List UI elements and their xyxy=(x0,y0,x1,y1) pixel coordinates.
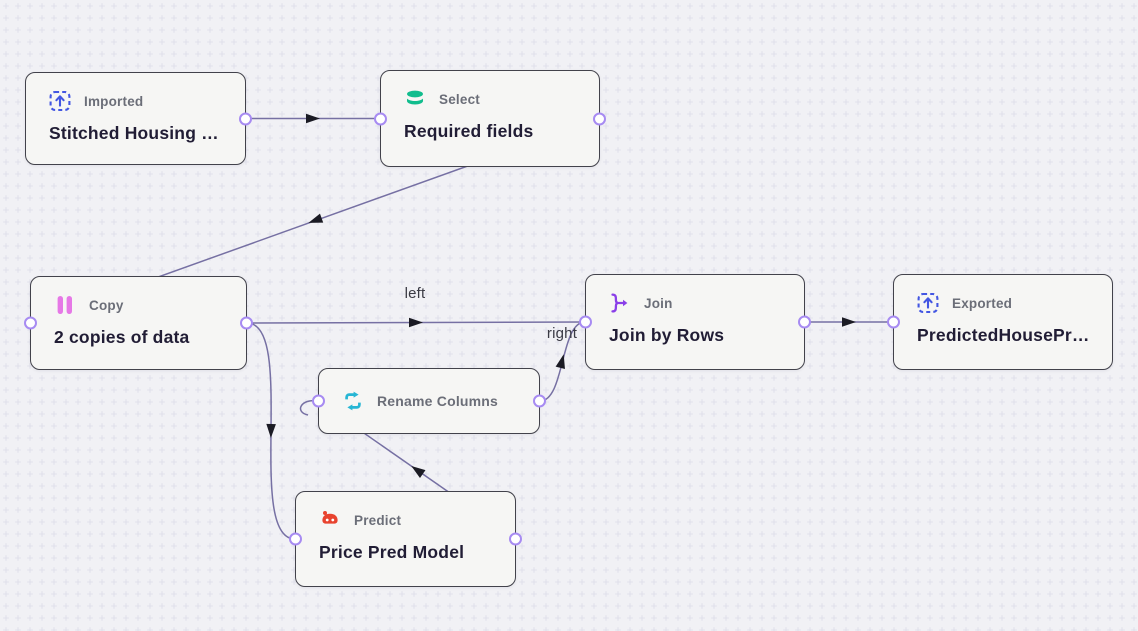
arrowhead xyxy=(308,213,324,223)
node-header: Predict xyxy=(319,509,492,531)
node-title: Stitched Housing … xyxy=(49,123,219,143)
node-header: Join xyxy=(609,292,781,314)
arrowhead xyxy=(306,113,320,124)
node-type-label: Join xyxy=(644,295,673,311)
node-title: Price Pred Model xyxy=(319,542,465,562)
node-imported[interactable]: Imported Stitched Housing … xyxy=(25,72,252,165)
input-port[interactable] xyxy=(24,316,37,330)
edge-label-right: right xyxy=(546,325,578,342)
node-type-label: Exported xyxy=(952,295,1013,311)
node-type-label: Predict xyxy=(354,512,402,528)
import-icon xyxy=(49,90,71,112)
node-rename-columns[interactable]: Rename Columns xyxy=(312,368,546,434)
input-port[interactable] xyxy=(374,112,387,125)
input-port[interactable] xyxy=(312,394,325,408)
output-port[interactable] xyxy=(593,112,606,125)
node-title: Required fields xyxy=(404,121,534,141)
output-port[interactable] xyxy=(533,394,546,408)
node-title: 2 copies of data xyxy=(54,327,190,347)
output-port[interactable] xyxy=(509,532,522,546)
edge-label-left: left xyxy=(404,285,426,302)
output-port[interactable] xyxy=(798,315,811,329)
node-type-label: Select xyxy=(439,91,480,107)
node-header: Imported xyxy=(49,90,222,112)
node-header: Copy xyxy=(54,294,223,316)
output-port[interactable] xyxy=(239,112,252,125)
node-predict[interactable]: Predict Price Pred Model xyxy=(289,491,522,587)
node-type-label: Rename Columns xyxy=(377,393,499,409)
arrowhead xyxy=(266,423,276,438)
output-port[interactable] xyxy=(240,316,253,330)
node-title: PredictedHousePr… xyxy=(917,325,1089,345)
robot-icon xyxy=(319,509,341,531)
node-title: Join by Rows xyxy=(609,325,725,345)
rename-swap-icon xyxy=(342,390,364,412)
node-copy[interactable]: Copy 2 copies of data xyxy=(24,276,253,370)
node-type-label: Copy xyxy=(89,297,124,313)
node-type-label: Imported xyxy=(84,93,144,109)
arrowhead xyxy=(411,465,426,478)
arrowhead xyxy=(842,317,856,327)
copy-icon xyxy=(54,294,76,316)
node-exported[interactable]: Exported PredictedHousePr… xyxy=(887,274,1113,370)
node-header: Rename Columns xyxy=(342,390,498,412)
export-icon xyxy=(917,292,939,314)
node-join[interactable]: Join Join by Rows xyxy=(579,274,811,370)
arrowhead xyxy=(409,317,423,328)
input-port[interactable] xyxy=(579,315,592,329)
database-icon xyxy=(404,88,426,110)
node-select[interactable]: Select Required fields xyxy=(374,70,606,167)
node-header: Select xyxy=(404,88,576,110)
arrowhead xyxy=(555,354,565,369)
node-header: Exported xyxy=(917,292,1089,314)
input-port[interactable] xyxy=(887,315,900,329)
input-port[interactable] xyxy=(289,532,302,546)
join-icon xyxy=(609,292,631,314)
